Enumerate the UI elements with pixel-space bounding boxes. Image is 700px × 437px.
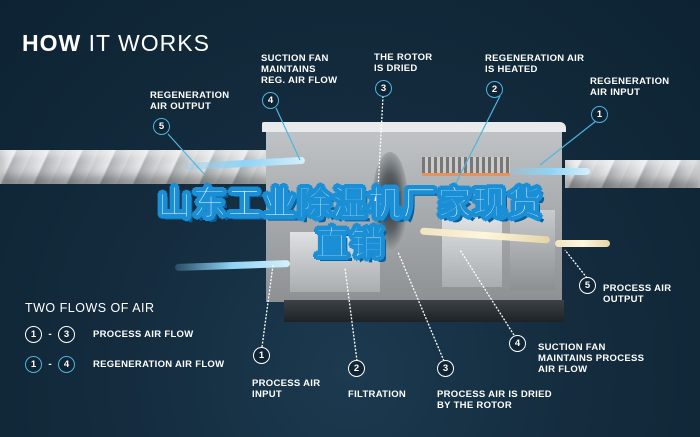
step-circle-3: 3 (375, 80, 392, 97)
legend-circle-to: 4 (58, 356, 75, 373)
filter-box (290, 232, 380, 292)
legend-dash: - (48, 359, 52, 370)
unit-top-panel (262, 122, 566, 132)
legend-row-regeneration: 1 - 4 REGENERATION AIR FLOW (25, 356, 224, 373)
legend-row-process: 1 - 3 PROCESS AIR FLOW (25, 326, 194, 343)
legend-title: TWO FLOWS OF AIR (25, 301, 155, 315)
step-circle-4: 4 (262, 92, 279, 109)
legend-label: REGENERATION AIR FLOW (93, 359, 225, 370)
regeneration-air-flow-in (510, 168, 590, 175)
step-circle-1: 1 (591, 106, 608, 123)
banner-line-2: 直销 (315, 224, 385, 265)
step-circle-2: 2 (486, 81, 503, 98)
legend-circle-from: 1 (25, 356, 42, 373)
promo-banner: 山东工业除湿机厂家现货 直销 (100, 184, 600, 265)
step-circle-4: 4 (509, 335, 526, 352)
page-title: HOW IT WORKS (22, 30, 210, 56)
legend-dash: - (48, 329, 52, 340)
process-outlet-panel (510, 210, 555, 290)
banner-line-1: 山东工业除湿机厂家现货 (157, 184, 543, 225)
step-circle-5: 5 (153, 118, 170, 135)
legend-label: PROCESS AIR FLOW (93, 329, 194, 340)
step-circle-1: 1 (253, 347, 270, 364)
step-circle-2: 2 (348, 360, 365, 377)
step-circle-5: 5 (579, 277, 596, 294)
legend-circle-from: 1 (25, 326, 42, 343)
unit-base (284, 300, 564, 322)
process-air-flow-out (555, 240, 610, 247)
legend-circle-to: 3 (58, 326, 75, 343)
heater-element (422, 157, 510, 176)
step-circle-3: 3 (437, 360, 454, 377)
